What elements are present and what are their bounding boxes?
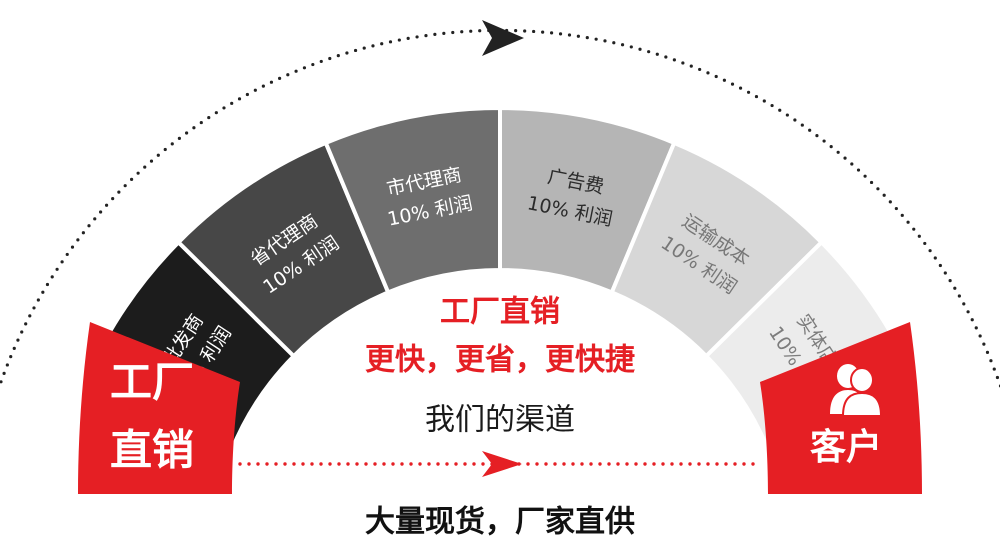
footer-slogan: 大量现货，厂家直供 [365, 505, 635, 540]
direct-channel-arrow-icon [482, 451, 522, 477]
customer-label: 客户 [810, 427, 882, 468]
factory-direct-label-line1: 工厂 [110, 358, 194, 407]
factory-direct-label-line2: 直销 [110, 426, 194, 475]
center-title: 工厂直销 [440, 295, 560, 330]
customers-icon [830, 364, 883, 417]
factory-direct-block [78, 322, 240, 494]
outer-arc-arrow-icon [482, 20, 524, 56]
center-slogan: 更快，更省，更快捷 [365, 343, 635, 378]
outer-dotted-arc [0, 28, 1000, 390]
center-subtitle: 我们的渠道 [425, 403, 575, 438]
